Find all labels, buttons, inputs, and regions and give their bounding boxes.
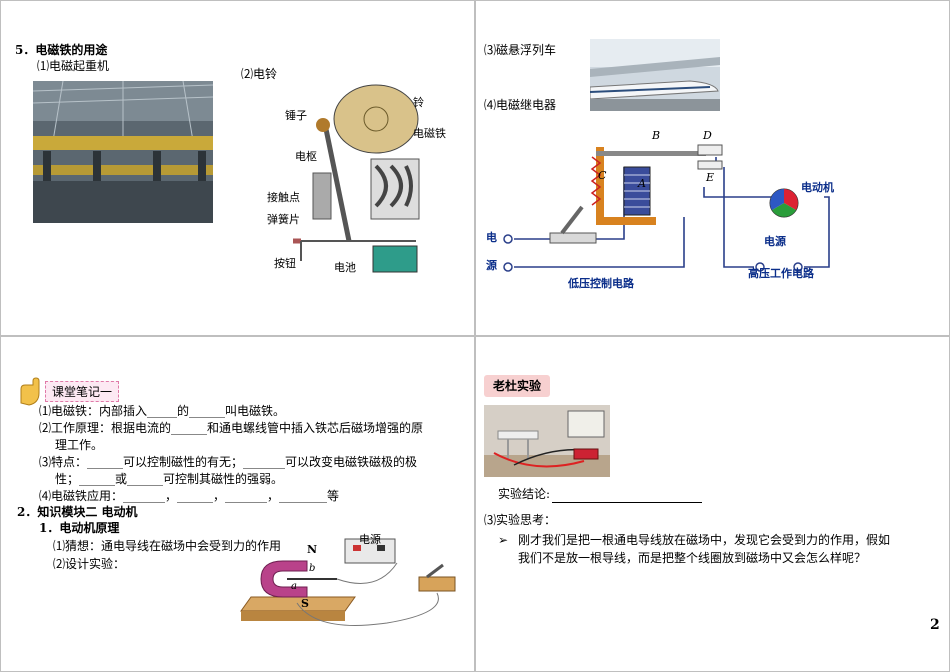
exp-label-a: a [291,581,297,592]
relay-label-power-left-1: 电 [486,231,497,244]
bell-label-battery: 电池 [334,261,356,274]
bell-label-spring: 弹簧片 [267,213,300,226]
bell-label-contact: 接触点 [267,191,300,204]
hand-pointer-icon [20,377,40,406]
slide-quadrant-4: 老杜实验 实验结论: ⑶实验思考： ➢ 刚才我们是把一根通电导线放在磁场中，发现… [475,336,950,672]
note-line-1: ⑴电磁铁：内部插入_____的______叫电磁铁。 [39,404,286,418]
design-line: ⑵设计实验： [53,557,126,571]
exp-label-N: N [307,543,318,556]
relay-label-motor: 电动机 [801,181,834,194]
bullet-icon: ➢ [498,533,509,547]
exp-label-b: b [309,563,316,574]
item-bell-label: ⑵电铃 [241,67,278,81]
relay-label-D: D [703,129,712,142]
relay-label-power-right: 电源 [764,235,786,248]
relay-circuit-diagram [503,144,830,272]
slide-quadrant-2: ⑶磁悬浮列车 ⑷电磁继电器 [475,0,950,336]
teacher-experiment-badge: 老杜实验 [484,375,550,397]
crane-photo [33,81,213,223]
bell-label-hammer: 锤子 [285,109,307,122]
page-number: 2 [930,617,940,633]
question-line-2: 我们不是放一根导线，而是把整个线圈放到磁场中又会怎么样呢？ [518,551,867,565]
motor-experiment-diagram [240,538,456,626]
think-heading: ⑶实验思考： [484,513,557,527]
question-line-1: 刚才我们是把一根通电导线放在磁场中，发现它会受到力的作用，假如 [518,533,891,547]
conclusion-label: 实验结论: [498,487,703,503]
bell-label-button: 按钮 [274,257,296,270]
note-line-3b: 性；______或______可控制其磁性的强弱。 [55,472,284,486]
note-line-3: ⑶特点：______可以控制磁性的有无；_______可以改变电磁铁磁极的极 [39,455,418,469]
relay-label-A: A [638,177,646,190]
bell-label-bell: 铃 [413,96,424,109]
relay-label-B: B [652,129,661,142]
item-relay-label: ⑷电磁继电器 [484,98,557,112]
item-maglev-label: ⑶磁悬浮列车 [484,43,557,57]
exp-label-power: 电源 [359,533,381,546]
note-line-4: ⑷电磁铁应用：_______，______，_______，________等 [39,489,340,503]
relay-label-C: C [598,169,607,182]
relay-label-E: E [706,171,715,184]
electric-bell-diagram [293,84,420,273]
guess-line: ⑴猜想：通电导线在磁场中会受到力的作用 [53,539,282,553]
conclusion-blank [552,487,703,503]
exp-label-S: S [301,597,309,610]
slide-quadrant-3: 课堂笔记一 ⑴电磁铁：内部插入_____的______叫电磁铁。 ⑵工作原理：根… [0,336,475,672]
note-line-2: ⑵工作原理：根据电流的______和通电螺线管中插入铁芯后磁场增强的原 [39,421,424,435]
section-heading: 5．电磁铁的用途 [15,43,108,57]
maglev-train-photo [590,39,720,111]
bell-label-electromagnet: 电磁铁 [413,127,446,140]
relay-label-high-circuit: 高压工作电路 [748,267,814,280]
section-2-heading: 2．知识模块二 电动机 [17,505,138,519]
item-crane-label: ⑴电磁起重机 [37,59,110,73]
experiment-photo [484,405,610,477]
class-note-badge: 课堂笔记一 [45,381,120,402]
relay-label-low-circuit: 低压控制电路 [568,277,634,290]
relay-label-power-left-2: 源 [486,259,497,272]
note-line-2b: 理工作。 [55,438,104,452]
bell-label-armature: 电枢 [295,150,317,163]
motor-principle-heading: 1．电动机原理 [39,521,120,535]
slide-quadrant-1: 5．电磁铁的用途 ⑴电磁起重机 ⑵电铃 锤子 铃 电枢 电磁铁 接触点 弹簧片 … [0,0,475,336]
